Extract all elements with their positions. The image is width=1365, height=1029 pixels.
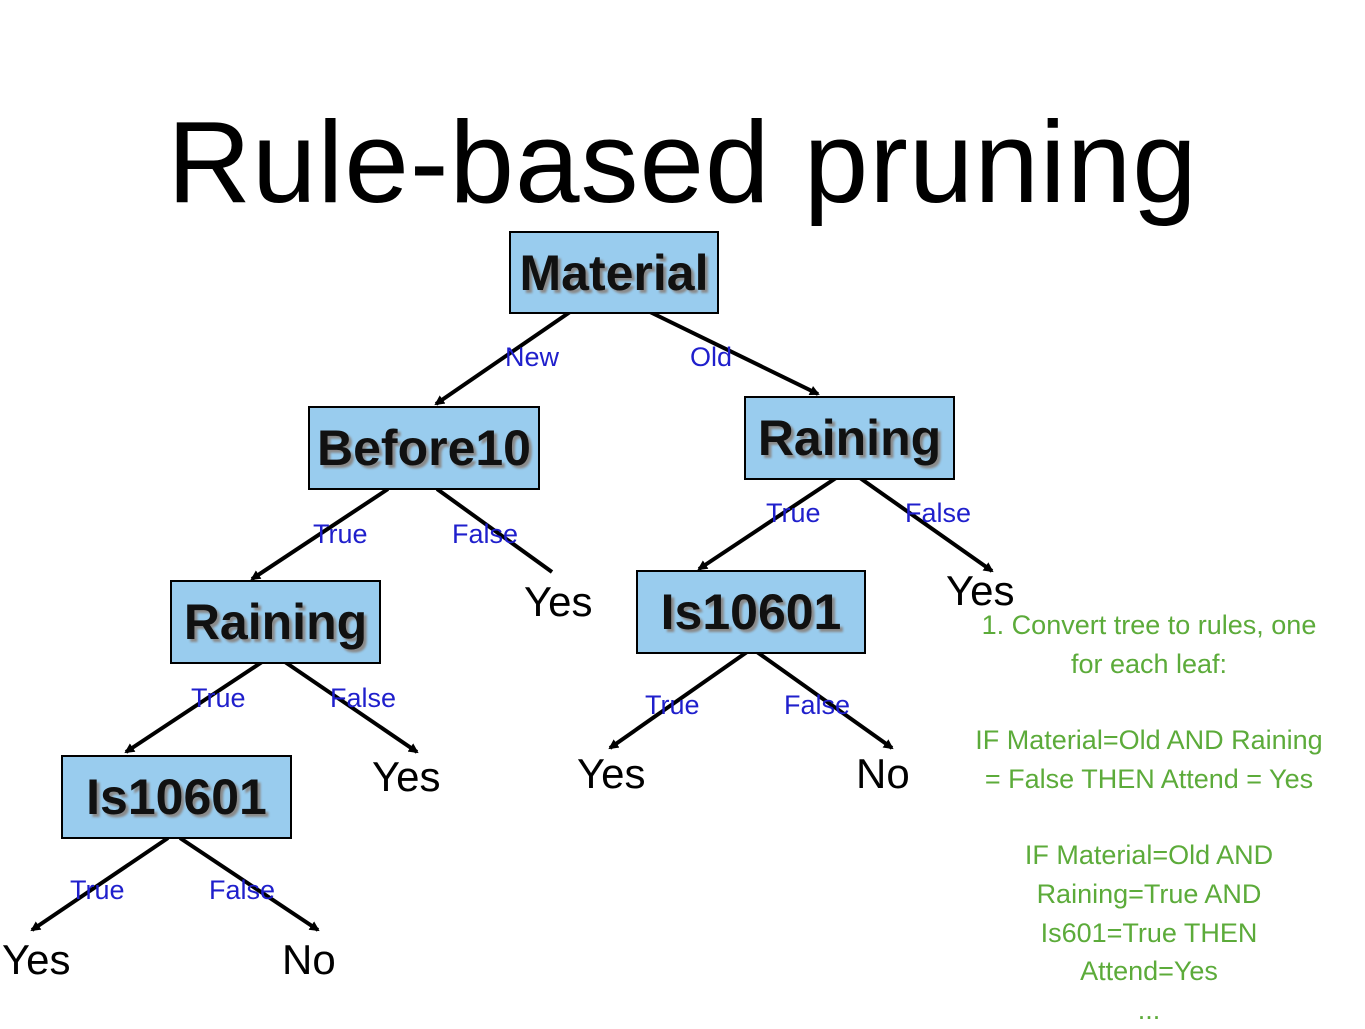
leaf-is10601-right-false: No [856,750,910,797]
leaf-is10601-left-true: Yes [2,936,71,983]
edge-label-new: New [505,342,560,372]
node-raining-right: Raining [744,396,955,480]
rules-line: IF Material=Old AND Raining [975,725,1323,756]
edge-label-is10601-left-false: False [209,875,276,905]
leaf-before10-false: Yes [524,578,593,625]
edge-label-before10-true: True [313,519,368,549]
edge-old [649,310,820,396]
node-before10: Before10 [308,406,540,490]
edge-is10601-left-false [178,836,320,932]
leaf-is10601-right-true: Yes [577,750,646,797]
rules-line: ... [1137,994,1161,1025]
edge-label-raining-left-true: True [191,683,246,713]
edge-raining-left-false [283,660,419,754]
page-title: Rule-based pruning [167,97,1198,227]
rules-line: = False THEN Attend = Yes [984,763,1314,794]
edge-label-raining-left-false: False [330,683,397,713]
edge-raining-left-true [124,660,264,754]
edge-before10-false [435,487,554,574]
rules-spacer [940,798,1358,836]
edge-label-before10-false: False [452,519,519,549]
edge-label-is10601-left-true: True [70,875,125,905]
rules-line: 1. Convert tree to rules, one [981,610,1317,640]
edge-label-raining-right-false: False [905,498,972,528]
edge-raining-right-false [858,476,994,573]
node-raining-left: Raining [170,580,381,664]
leaf-raining-left-false: Yes [372,753,441,800]
edge-label-old: Old [690,342,733,372]
edge-label-is10601-right-false: False [784,690,851,720]
edge-before10-true [250,487,390,581]
leaf-is10601-left-false: No [282,936,336,983]
edge-is10601-left-true [30,836,170,932]
rules-line: for each leaf: [1070,648,1228,679]
rules-line: IF Material=Old AND [1024,840,1274,871]
edge-is10601-right-false [755,650,894,750]
edge-new [434,310,572,406]
node-is10601-right: Is10601 [636,570,866,654]
edge-is10601-right-true [608,650,749,750]
rules-line: Raining=True AND [1036,878,1262,909]
rules-line: Attend=Yes [1080,956,1218,987]
node-is10601-left: Is10601 [61,755,292,839]
edge-label-raining-right-true: True [766,498,821,528]
rules-spacer [940,683,1358,721]
rules-text-block: 1. Convert tree to rules, one for each l… [940,606,1358,1029]
edge-raining-right-true [697,476,838,571]
rules-line: Is601=True THEN [1040,917,1258,948]
node-material: Material [509,231,719,314]
leaf-raining-right-false: Yes [946,567,1015,614]
edge-label-is10601-right-true: True [645,690,700,720]
